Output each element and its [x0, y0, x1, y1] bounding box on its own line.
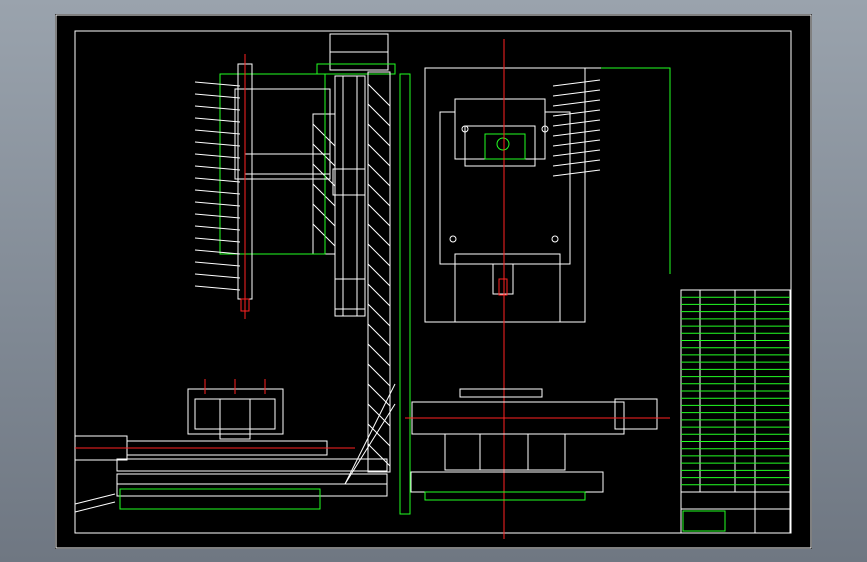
- side-view: [405, 39, 671, 539]
- z-axis-screw: [334, 75, 366, 317]
- parts-list: [680, 289, 791, 534]
- outer-border: [55, 14, 812, 549]
- side-base: [410, 471, 604, 493]
- drawing-svg: [55, 14, 812, 549]
- base-plate: [116, 473, 388, 497]
- column: [367, 71, 391, 473]
- inner-border: [74, 30, 792, 534]
- work-table: [187, 388, 284, 435]
- title-block: [680, 491, 791, 534]
- spindle-head: [219, 73, 326, 255]
- y-axis-motor: [614, 398, 658, 430]
- cad-drawing-canvas[interactable]: [55, 14, 812, 549]
- front-view: [74, 33, 411, 515]
